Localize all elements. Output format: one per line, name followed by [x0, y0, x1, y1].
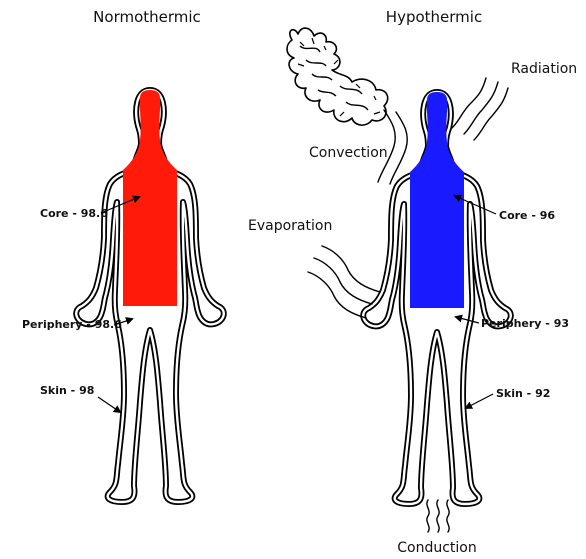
- normothermic-skin-label: Skin - 98: [40, 384, 94, 397]
- conduction-waves: [427, 500, 449, 532]
- cloud-icon: [287, 28, 388, 125]
- hypothermic-skin-pointer: [466, 394, 493, 408]
- conduction-label: Conduction: [397, 540, 477, 556]
- convection-label: Convection: [309, 145, 388, 161]
- hypothermic-skin-label: Skin - 92: [496, 387, 550, 400]
- normothermic-core: [123, 90, 177, 306]
- radiation-waves: [452, 78, 508, 140]
- hypothermic-periphery-label: Periphery - 93: [481, 317, 569, 330]
- hypothermic-core-label: Core - 96: [499, 209, 555, 222]
- normothermic-title: Normothermic: [93, 8, 201, 26]
- radiation-label: Radiation: [511, 61, 577, 77]
- normothermic-core-label: Core - 98.6: [40, 207, 108, 220]
- normothermic-skin-pointer: [98, 397, 120, 412]
- evaporation-label: Evaporation: [248, 218, 332, 234]
- normothermic-figure: [76, 90, 224, 502]
- normothermic-periphery-label: Periphery - 98.6: [22, 318, 122, 331]
- hypothermic-title: Hypothermic: [386, 8, 482, 26]
